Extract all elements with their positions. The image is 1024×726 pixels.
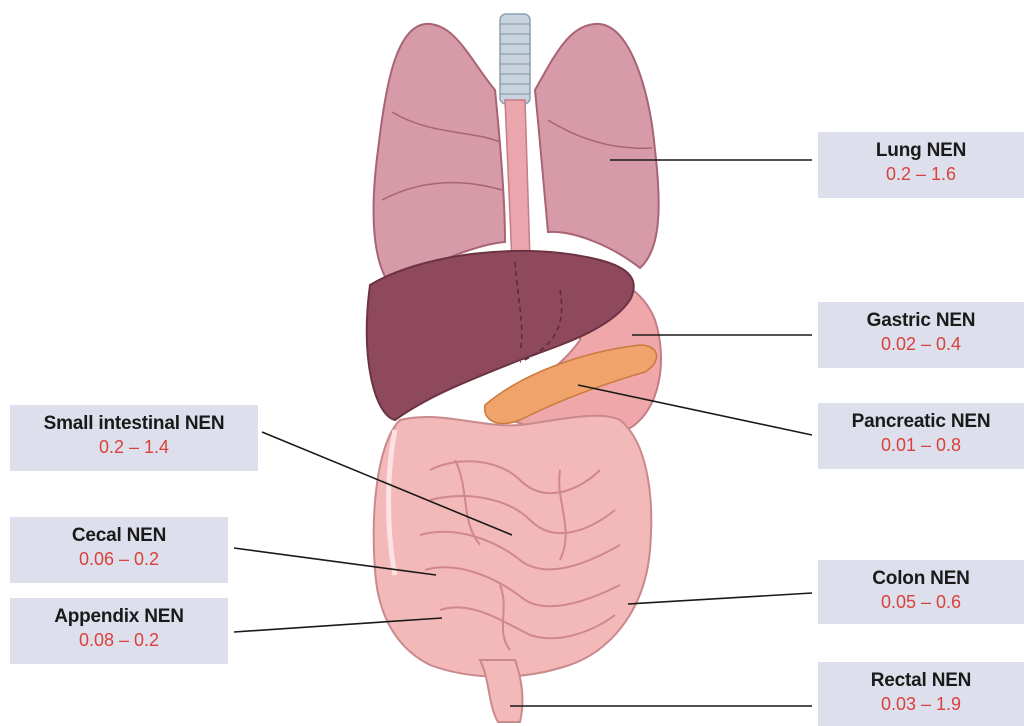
small-intestinal-nen-range: 0.2 – 1.4 — [10, 437, 258, 458]
appendix-nen-label: Appendix NEN 0.08 – 0.2 — [10, 598, 228, 664]
leader-line-colon — [628, 593, 812, 604]
gastric-nen-title: Gastric NEN — [818, 302, 1024, 332]
pancreatic-nen-title: Pancreatic NEN — [818, 403, 1024, 433]
small-intestinal-nen-label: Small intestinal NEN 0.2 – 1.4 — [10, 405, 258, 471]
left-lung — [535, 24, 659, 268]
small-intestinal-nen-title: Small intestinal NEN — [10, 405, 258, 435]
lung-nen-range: 0.2 – 1.6 — [818, 164, 1024, 185]
lung-nen-label: Lung NEN 0.2 – 1.6 — [818, 132, 1024, 198]
cecal-nen-title: Cecal NEN — [10, 517, 228, 547]
right-lung — [374, 24, 505, 285]
rectal-nen-label: Rectal NEN 0.03 – 1.9 — [818, 662, 1024, 726]
appendix-nen-title: Appendix NEN — [10, 598, 228, 628]
colon-nen-range: 0.05 – 0.6 — [818, 592, 1024, 613]
pancreatic-nen-label: Pancreatic NEN 0.01 – 0.8 — [818, 403, 1024, 469]
cecal-nen-range: 0.06 – 0.2 — [10, 549, 228, 570]
gastric-nen-label: Gastric NEN 0.02 – 0.4 — [818, 302, 1024, 368]
cecal-nen-label: Cecal NEN 0.06 – 0.2 — [10, 517, 228, 583]
appendix-nen-range: 0.08 – 0.2 — [10, 630, 228, 651]
trachea — [500, 14, 530, 104]
rectal-nen-title: Rectal NEN — [818, 662, 1024, 692]
rectal-nen-range: 0.03 – 1.9 — [818, 694, 1024, 715]
colon — [374, 416, 652, 677]
colon-nen-label: Colon NEN 0.05 – 0.6 — [818, 560, 1024, 624]
pancreatic-nen-range: 0.01 – 0.8 — [818, 435, 1024, 456]
rectum — [480, 660, 522, 722]
lung-nen-title: Lung NEN — [818, 132, 1024, 162]
gastric-nen-range: 0.02 – 0.4 — [818, 334, 1024, 355]
colon-nen-title: Colon NEN — [818, 560, 1024, 590]
